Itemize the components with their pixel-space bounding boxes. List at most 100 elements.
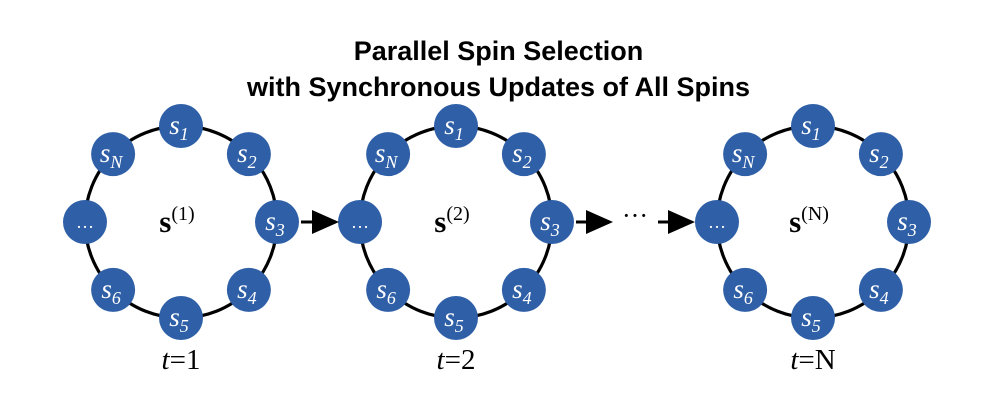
spin-node-s3: s3 xyxy=(887,200,931,244)
state-superscript: (1) xyxy=(171,203,194,225)
spin-node-s2: s2 xyxy=(858,132,903,177)
state-superscript: (N) xyxy=(801,203,829,225)
state-vector-label: s(1) xyxy=(159,203,194,239)
spin-node-circle xyxy=(91,132,136,177)
spin-node-label: s5 xyxy=(444,302,464,336)
spin-subscript: 1 xyxy=(455,124,464,144)
spin-subscript: 1 xyxy=(180,124,189,144)
spin-node-label: s3 xyxy=(265,206,285,240)
spin-node-s4: s4 xyxy=(858,267,903,312)
spin-node-ellipsis: … xyxy=(338,200,382,244)
spin-node-s4: s4 xyxy=(501,267,546,312)
spin-subscript: 2 xyxy=(523,152,532,172)
spin-base: s xyxy=(733,274,744,304)
spin-node-s4: s4 xyxy=(226,267,271,312)
state-base: s xyxy=(159,204,171,239)
spin-subscript: 5 xyxy=(812,316,821,336)
spin-subscript: 3 xyxy=(275,220,285,240)
time-step-label: t=2 xyxy=(437,344,476,376)
state-superscript: (2) xyxy=(446,203,469,225)
spin-subscript: N xyxy=(741,152,755,172)
spin-node-label: s6 xyxy=(733,274,753,308)
spin-base: s xyxy=(375,138,386,168)
spin-node-s5: s5 xyxy=(791,296,835,340)
spin-subscript: 4 xyxy=(880,288,889,308)
spin-node-circle xyxy=(159,104,203,148)
spin-node-circle xyxy=(791,104,835,148)
spin-node-circle xyxy=(434,104,478,148)
spin-node-s2: s2 xyxy=(226,132,271,177)
spin-node-label: s6 xyxy=(376,274,396,308)
spin-base: s xyxy=(237,274,248,304)
spin-base: s xyxy=(540,206,551,236)
spin-subscript: 4 xyxy=(248,288,257,308)
spin-node-ellipsis: … xyxy=(695,200,739,244)
spin-base: s xyxy=(801,302,812,332)
spin-base: s xyxy=(897,206,908,236)
spin-node-circle xyxy=(858,132,903,177)
spin-node-circle xyxy=(530,200,574,244)
spin-subscript: 5 xyxy=(455,316,464,336)
spin-node-s2: s2 xyxy=(501,132,546,177)
state-vector-label: s(N) xyxy=(789,203,829,239)
spin-subscript: 6 xyxy=(744,288,753,308)
spin-node-circle xyxy=(63,200,107,244)
arrows-layer: ··· xyxy=(301,201,695,234)
spin-base: s xyxy=(869,138,880,168)
spin-node-label: sN xyxy=(732,138,756,172)
time-step-label: t=N xyxy=(790,344,835,376)
spin-node-circle xyxy=(501,132,546,177)
time-value: =1 xyxy=(170,344,201,376)
spin-node-s1: s1 xyxy=(434,104,478,148)
spin-subscript: 2 xyxy=(880,152,889,172)
spin-node-circle xyxy=(366,132,411,177)
time-variable: t xyxy=(162,344,171,376)
spin-base: s xyxy=(444,110,455,140)
time-value: =2 xyxy=(445,344,476,376)
spin-base: s xyxy=(801,110,812,140)
spin-node-sN: sN xyxy=(91,132,136,177)
spin-node-label: s5 xyxy=(169,302,189,336)
spin-node-s6: s6 xyxy=(366,267,411,312)
spin-node-circle xyxy=(858,267,903,312)
spin-node-label: s3 xyxy=(897,206,917,240)
spin-subscript: 3 xyxy=(907,220,917,240)
spin-node-ellipsis: … xyxy=(63,200,107,244)
spin-base: s xyxy=(169,110,180,140)
spin-node-label: s2 xyxy=(512,138,532,172)
spin-node-s5: s5 xyxy=(434,296,478,340)
spin-node-circle xyxy=(226,132,271,177)
spin-node-circle xyxy=(338,200,382,244)
spin-node-label: s1 xyxy=(801,110,821,144)
spin-node-s3: s3 xyxy=(255,200,299,244)
spin-base: s xyxy=(169,302,180,332)
spin-base: s xyxy=(444,302,455,332)
spin-base: s xyxy=(512,138,523,168)
spin-node-sN: sN xyxy=(366,132,411,177)
spin-node-circle xyxy=(501,267,546,312)
state-base: s xyxy=(789,204,801,239)
spin-node-s6: s6 xyxy=(91,267,136,312)
spin-node-label: … xyxy=(351,212,369,232)
spin-node-label: s5 xyxy=(801,302,821,336)
spin-node-circle xyxy=(434,296,478,340)
spin-node-circle xyxy=(159,296,203,340)
spin-node-s1: s1 xyxy=(791,104,835,148)
between-ellipsis: ··· xyxy=(622,201,648,230)
spin-node-circle xyxy=(366,267,411,312)
spin-subscript: 2 xyxy=(248,152,257,172)
spin-node-s5: s5 xyxy=(159,296,203,340)
spin-node-circle xyxy=(723,132,768,177)
spin-node-label: s6 xyxy=(101,274,121,308)
spin-node-label: s1 xyxy=(169,110,189,144)
spin-subscript: 4 xyxy=(523,288,532,308)
spin-subscript: 6 xyxy=(112,288,121,308)
spin-base: s xyxy=(265,206,276,236)
spin-base: s xyxy=(101,274,112,304)
spin-base: s xyxy=(237,138,248,168)
time-step-label: t=1 xyxy=(162,344,201,376)
spin-node-label: s1 xyxy=(444,110,464,144)
